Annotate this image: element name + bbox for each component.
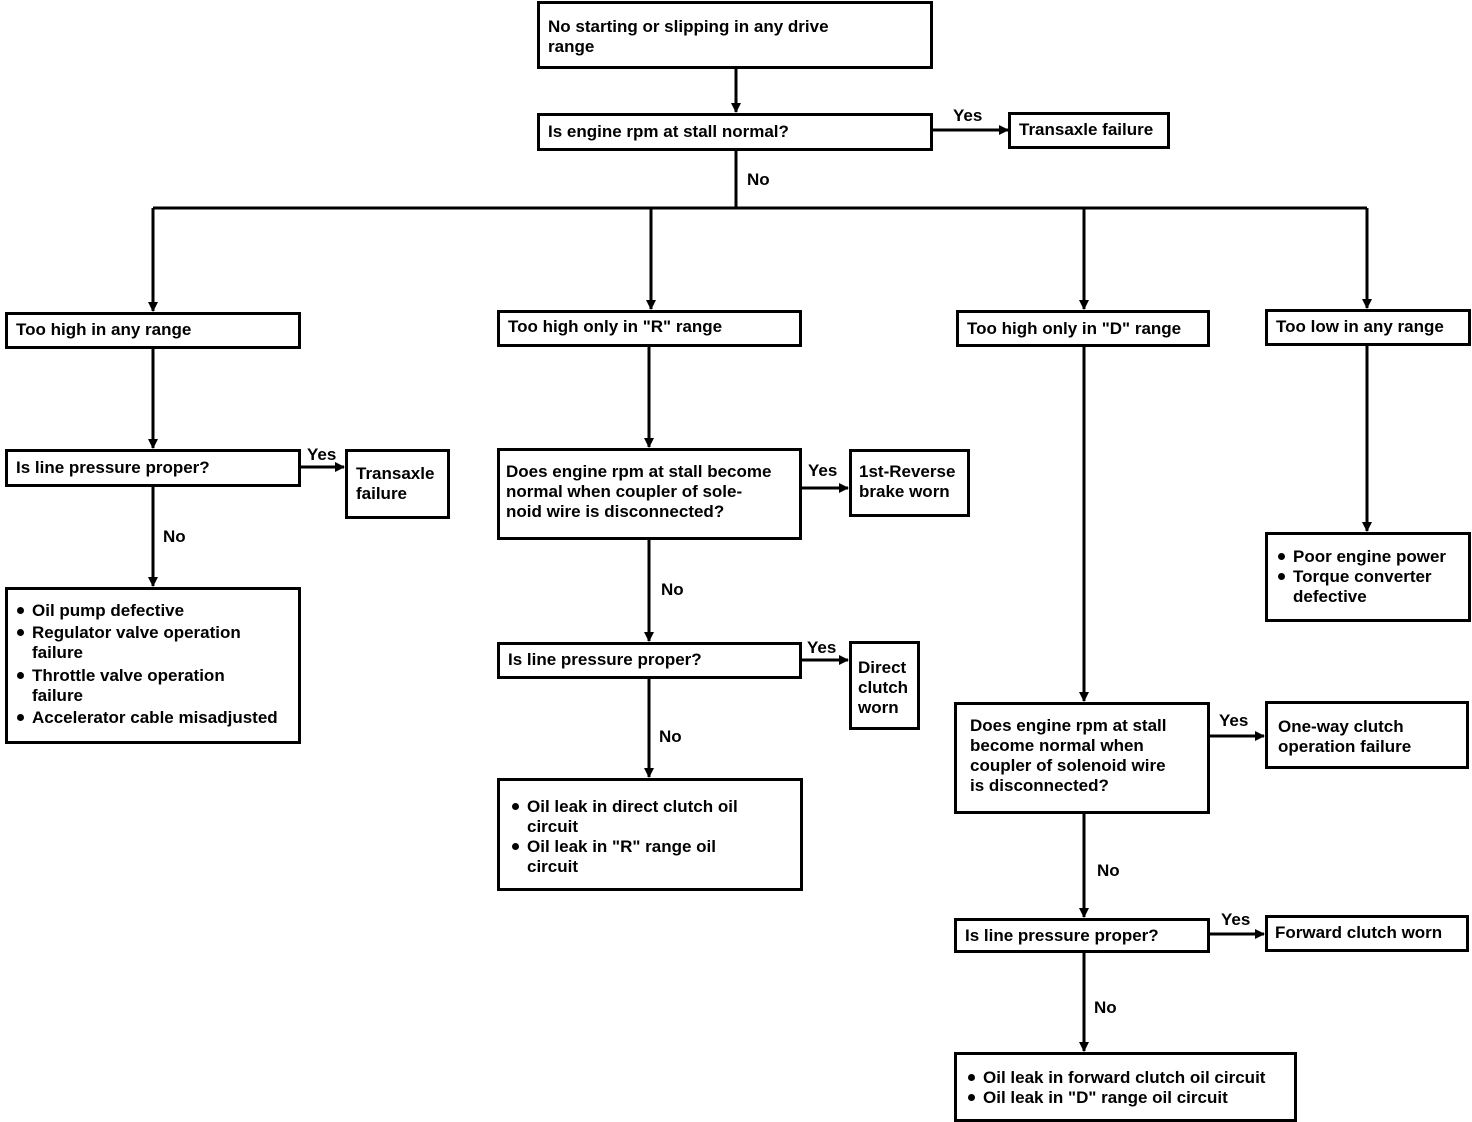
- causes-low-item-1-line-1: Poor engine power: [1293, 547, 1447, 566]
- node-high-d: Too high only in "D" range: [956, 310, 1210, 347]
- node-reverse-brake-line-1: 1st-Reverse: [859, 462, 956, 481]
- node-rpm-d-line-4: is disconnected?: [970, 776, 1109, 795]
- label-lp-a-yes: Yes: [307, 445, 337, 464]
- causes-a-item-2-line-2: failure: [32, 643, 84, 662]
- node-transaxle-failure-top-text: Transaxle failure: [1019, 120, 1154, 139]
- causes-d-item-2-line-1: Oil leak in "D" range oil circuit: [983, 1088, 1228, 1107]
- node-one-way-clutch-line-2: operation failure: [1278, 737, 1412, 756]
- causes-a-item: Accelerator cable misadjusted: [14, 708, 290, 728]
- node-rpm-r: Does engine rpm at stall become normal w…: [497, 448, 802, 540]
- causes-d-item: Oil leak in forward clutch oil circuit: [965, 1068, 1286, 1088]
- node-start-line-1: No starting or slipping in any drive: [548, 17, 829, 36]
- causes-a-item-2-line-1: Regulator valve operation: [32, 623, 241, 642]
- node-transaxle-failure-top: Transaxle failure: [1008, 112, 1170, 149]
- causes-low-item-2-line-2: defective: [1293, 587, 1367, 606]
- node-high-any-text: Too high in any range: [16, 320, 192, 339]
- causes-r-item-2-line-2: circuit: [527, 857, 579, 876]
- label-stall-no: No: [747, 170, 770, 189]
- node-high-any: Too high in any range: [5, 312, 301, 349]
- label-lp-a-no: No: [163, 527, 186, 546]
- node-low-any-text: Too low in any range: [1276, 317, 1444, 336]
- node-high-r-text: Too high only in "R" range: [508, 317, 723, 336]
- node-forward-clutch: Forward clutch worn: [1265, 915, 1469, 952]
- causes-a-item-4-line-1: Accelerator cable misadjusted: [32, 708, 278, 727]
- node-low-any: Too low in any range: [1265, 309, 1471, 346]
- label-rpm-d-no: No: [1097, 861, 1120, 880]
- node-stall-question-text: Is engine rpm at stall normal?: [548, 122, 789, 141]
- label-rpm-r-yes: Yes: [808, 461, 838, 480]
- node-rpm-d: Does engine rpm at stall become normal w…: [954, 702, 1210, 814]
- label-lp-r-yes: Yes: [807, 638, 837, 657]
- label-lp-d-no: No: [1094, 998, 1117, 1017]
- node-rpm-d-line-2: become normal when: [970, 736, 1144, 755]
- causes-d-item-1-line-1: Oil leak in forward clutch oil circuit: [983, 1068, 1266, 1087]
- causes-low-item-2-line-1: Torque converter: [1293, 567, 1432, 586]
- node-direct-clutch-line-1: Direct: [858, 658, 907, 677]
- causes-d-item: Oil leak in "D" range oil circuit: [965, 1088, 1286, 1108]
- node-causes-a: Oil pump defective Regulator valve opera…: [5, 587, 301, 744]
- node-reverse-brake-line-2: brake worn: [859, 482, 950, 501]
- node-high-r: Too high only in "R" range: [497, 310, 802, 347]
- node-line-pressure-d: Is line pressure proper?: [954, 918, 1210, 953]
- label-stall-yes: Yes: [953, 106, 983, 125]
- causes-d-list: Oil leak in forward clutch oil circuit O…: [965, 1068, 1286, 1108]
- node-transaxle-failure-a-line-2: failure: [356, 484, 408, 503]
- label-lp-r-no: No: [659, 727, 682, 746]
- node-causes-d: Oil leak in forward clutch oil circuit O…: [954, 1052, 1297, 1122]
- causes-low-item: Poor engine power: [1275, 547, 1460, 567]
- node-line-pressure-d-text: Is line pressure proper?: [965, 926, 1159, 945]
- node-start-line-2: range: [548, 37, 595, 56]
- label-rpm-r-no: No: [661, 580, 684, 599]
- node-line-pressure-a-text: Is line pressure proper?: [16, 458, 210, 477]
- node-rpm-r-line-3: noid wire is disconnected?: [506, 502, 725, 521]
- causes-a-item-1-line-1: Oil pump defective: [32, 601, 185, 620]
- node-forward-clutch-text: Forward clutch worn: [1275, 923, 1443, 942]
- node-direct-clutch-line-2: clutch: [858, 678, 909, 697]
- node-one-way-clutch-line-1: One-way clutch: [1278, 717, 1404, 736]
- node-one-way-clutch: One-way clutch operation failure: [1265, 701, 1469, 769]
- node-rpm-d-line-1: Does engine rpm at stall: [970, 716, 1167, 735]
- node-rpm-r-line-1: Does engine rpm at stall become: [506, 462, 772, 481]
- node-direct-clutch: Direct clutch worn: [849, 641, 920, 730]
- causes-r-item-1-line-2: circuit: [527, 817, 579, 836]
- causes-a-item: Oil pump defective: [14, 601, 290, 621]
- causes-r-item-2-line-1: Oil leak in "R" range oil: [527, 837, 717, 856]
- node-reverse-brake: 1st-Reverse brake worn: [849, 449, 970, 517]
- node-rpm-r-line-2: normal when coupler of sole-: [506, 482, 743, 501]
- causes-a-list: Oil pump defective Regulator valve opera…: [14, 601, 290, 728]
- node-stall-question: Is engine rpm at stall normal?: [537, 113, 933, 151]
- node-transaxle-failure-a-line-1: Transaxle: [356, 464, 435, 483]
- label-lp-d-yes: Yes: [1221, 910, 1251, 929]
- label-rpm-d-yes: Yes: [1219, 711, 1249, 730]
- causes-a-item-3-line-2: failure: [32, 686, 84, 705]
- causes-r-item-1-line-1: Oil leak in direct clutch oil: [527, 797, 738, 816]
- node-line-pressure-r-text: Is line pressure proper?: [508, 650, 702, 669]
- node-line-pressure-a: Is line pressure proper?: [5, 449, 301, 487]
- node-line-pressure-r: Is line pressure proper?: [497, 642, 802, 679]
- node-direct-clutch-line-3: worn: [858, 698, 899, 717]
- causes-a-item-3-line-1: Throttle valve operation: [32, 666, 225, 685]
- node-high-d-text: Too high only in "D" range: [967, 319, 1182, 338]
- node-start: No starting or slipping in any drive ran…: [537, 1, 933, 69]
- node-rpm-d-line-3: coupler of solenoid wire: [970, 756, 1166, 775]
- node-transaxle-failure-a: Transaxle failure: [345, 449, 450, 519]
